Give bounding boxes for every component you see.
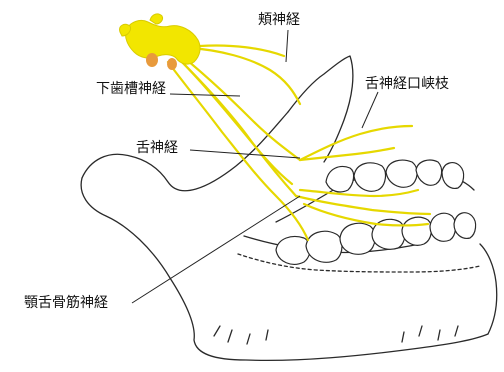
leader-lingual [190, 150, 300, 158]
leader-lingual-branch [362, 92, 378, 128]
upper-tooth [416, 160, 442, 185]
lower-tooth [402, 217, 431, 245]
leader-inferior-alveolar [170, 94, 240, 96]
lower-tooth [276, 237, 310, 265]
nerve-bundle [168, 45, 430, 240]
leader-mylohyoid [132, 196, 300, 303]
lower-tooth [454, 213, 476, 239]
buccal-nerve-label: 頬神経 [258, 12, 300, 28]
trigeminal-ganglion [120, 14, 200, 64]
foramen-rotundum-marker [167, 58, 177, 70]
nerve-branch [296, 196, 430, 214]
lower-tooth [306, 231, 342, 262]
inferior-alveolar-nerve-label: 下歯槽神経 [96, 81, 166, 97]
upper-tooth [354, 163, 385, 191]
lower-tooth [430, 213, 456, 241]
leader-buccal [286, 30, 288, 62]
teeth [276, 160, 476, 264]
upper-tooth [442, 163, 464, 189]
foramen-ovale-marker [146, 53, 158, 67]
nerve-trunk [180, 60, 296, 196]
nerve-trunk [172, 48, 300, 160]
upper-tooth [326, 167, 354, 192]
lower-tooth [340, 223, 375, 254]
nerve-branch [300, 190, 418, 196]
lingual-nerve-label: 舌神経 [136, 140, 178, 156]
mylohyoid-nerve-label: 顎舌骨筋神経 [24, 295, 108, 311]
lingual-nerve-isthmus-branch-label: 舌神経口峡枝 [365, 76, 449, 92]
mandible-outline [81, 56, 497, 360]
upper-tooth [386, 160, 417, 187]
